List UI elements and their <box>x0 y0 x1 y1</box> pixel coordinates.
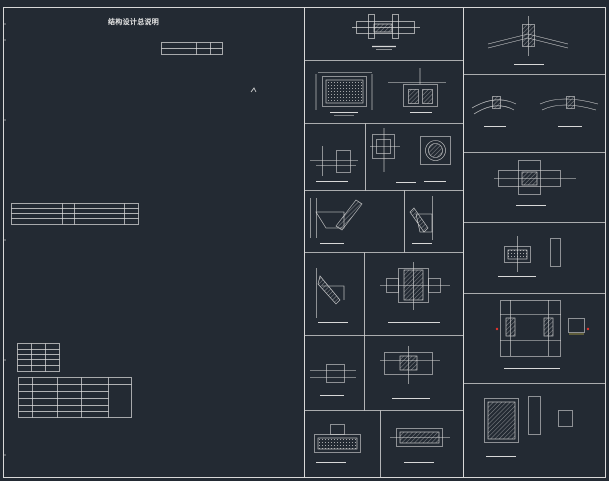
detail-beam-to-column <box>494 160 576 207</box>
detail-wall-section <box>484 396 573 458</box>
detail-curved-truss <box>471 96 599 128</box>
detail-beam-connection-top <box>352 14 420 50</box>
middle-column-grid <box>304 60 464 478</box>
detail-diagonal-brace <box>316 268 348 324</box>
detail-bolt-joint <box>310 146 358 183</box>
materials-table <box>11 203 139 225</box>
detail-footing-section <box>314 424 361 464</box>
load-schedule-table <box>18 377 132 418</box>
detail-beam-bracket <box>310 364 356 397</box>
detail-plate-connection <box>370 128 416 184</box>
detail-column-section <box>388 68 446 114</box>
detail-frame-elevation <box>500 300 585 370</box>
detail-slab-edge <box>390 428 450 464</box>
drawing-title: 结构设计总说明 <box>108 18 160 26</box>
detail-brace-connection-left <box>310 198 363 245</box>
north-arrow-icon <box>250 87 257 93</box>
small-schedule-table <box>17 343 60 372</box>
margin-ticks <box>3 23 6 456</box>
detail-wall-anchor <box>380 346 440 400</box>
detail-roof-truss-joint <box>487 16 569 66</box>
sheet-border <box>3 7 606 478</box>
detail-column-base-plate <box>498 236 561 278</box>
notes-header-table <box>161 42 223 55</box>
detail-column-splice <box>380 262 450 324</box>
detail-pipe-sleeve <box>420 136 451 183</box>
right-column-grid <box>463 74 606 384</box>
detail-brace-connection-right <box>409 196 433 245</box>
accent-markers <box>495 327 590 335</box>
detail-column-base-grid <box>315 72 373 116</box>
